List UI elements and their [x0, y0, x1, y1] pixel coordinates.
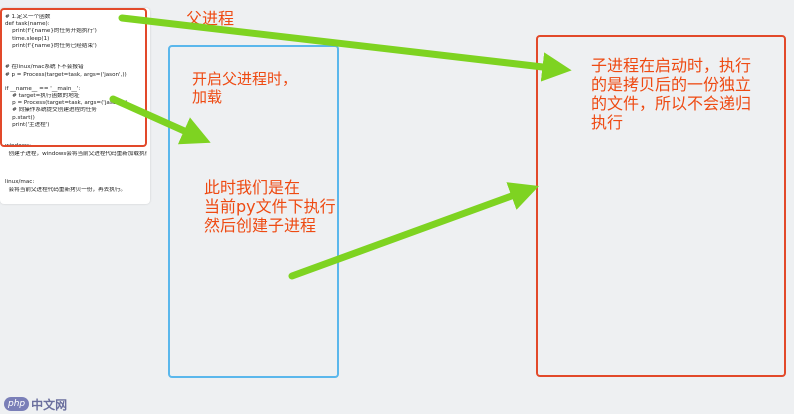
child-process-note: 子进程在启动时，执行 的是拷贝后的一份独立 的文件，所以不会递归 执行 [591, 56, 751, 132]
child-process-note-line: 执行 [591, 113, 624, 132]
code-line: # 向操作系统提交创建进程的任务 [5, 107, 97, 114]
load-note-line: 加载 [192, 88, 223, 106]
arrow-current-to-child [288, 182, 540, 280]
current-file-note: 此时我们是在 当前py文件下执行 然后创建子进程 [204, 178, 336, 235]
code-line: 创建子进程，windows会将当前父进程代码重新加载执行一次。 [8, 150, 147, 157]
logo-badge: php [4, 397, 30, 411]
code-line: # p = Process(target=task, args=('jason'… [5, 71, 127, 78]
parent-process-label: 父进程 [186, 9, 235, 28]
code-line: # 1.定义一个函数 [5, 14, 51, 20]
code-line: print('主进程') [5, 121, 50, 128]
code-line: linux/mac: [5, 179, 35, 186]
current-file-note-line: 然后创建子进程 [204, 216, 317, 235]
code-line: print(f'{name}的任务开始执行') [5, 28, 97, 35]
arrow-main-to-parent-box [109, 95, 211, 145]
code-line: # target=执行函数的地址 [5, 93, 80, 100]
code-line: if __name__ == '__main__': [5, 85, 81, 92]
php-cn-logo: php 中文网 [4, 396, 67, 412]
code-line: 会将当前父进程代码重新拷贝一份，再去执行。 [5, 186, 127, 193]
arrow-parent-to-child [118, 14, 572, 82]
load-note-line: 开启父进程时， [192, 70, 298, 88]
code-line: print(f'{name}的任务已经结束') [5, 42, 97, 49]
load-note: 开启父进程时， 加载 [192, 70, 297, 106]
logo-text: 中文网 [31, 397, 68, 412]
current-file-note-line: 当前py文件下执行 [204, 197, 336, 216]
current-file-note-line: 此时我们是在 [204, 178, 301, 197]
parent-code-highlight-box [0, 8, 147, 147]
code-line: p.start() [5, 114, 35, 121]
parent-process-box [168, 45, 339, 378]
code-line: p = Process(target=task, args=('jason',)… [5, 100, 128, 107]
code-line: def task(name): [5, 21, 50, 28]
child-process-note-line: 子进程在启动时，执行 [591, 56, 752, 75]
code-line: # 在linux/mac系统下不会报错 [5, 64, 84, 71]
code-line: time.sleep(1) [5, 35, 50, 42]
child-process-note-line: 的文件，所以不会递归 [591, 94, 752, 113]
child-process-note-line: 的是拷贝后的一份独立 [591, 75, 752, 94]
